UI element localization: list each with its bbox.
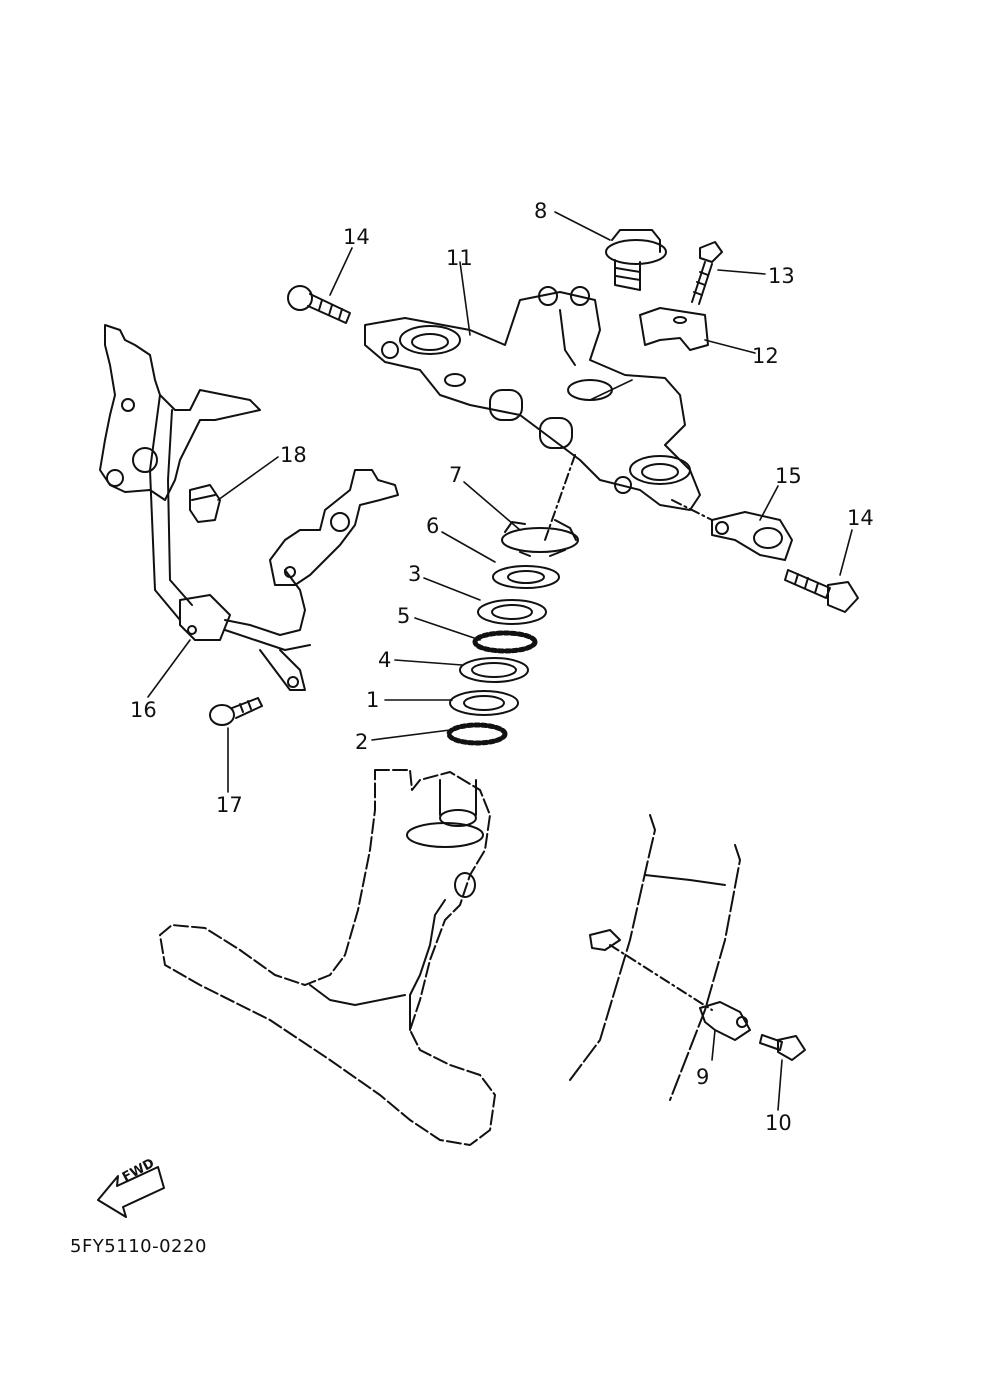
callout-1: 1	[366, 688, 380, 712]
callout-6: 6	[426, 514, 440, 538]
clamp-15	[711, 511, 793, 561]
fork-tube	[569, 814, 741, 1101]
callout-12: 12	[752, 344, 779, 368]
clip-9	[589, 929, 751, 1041]
callout-14-left: 14	[343, 225, 370, 249]
upper-bracket	[364, 286, 701, 511]
callout-9: 9	[696, 1065, 710, 1089]
callout-2: 2	[355, 730, 369, 754]
diagram-code: 5FY5110-0220	[70, 1236, 207, 1257]
bolt-13	[691, 241, 723, 305]
race-1	[449, 690, 519, 716]
center-axis-line	[544, 454, 576, 541]
callout-16: 16	[130, 698, 157, 722]
bolt-10	[759, 1034, 806, 1061]
steering-stem	[159, 769, 496, 1146]
ring-nut-7	[501, 519, 579, 557]
fwd-arrow	[97, 1166, 165, 1218]
race-4	[459, 657, 529, 683]
callout-3: 3	[408, 562, 422, 586]
callout-8: 8	[534, 199, 548, 223]
pedal-bracket-16	[99, 324, 399, 691]
callout-10: 10	[765, 1111, 792, 1135]
callout-4: 4	[378, 648, 392, 672]
clamp-axis-line	[671, 499, 713, 521]
callout-11: 11	[446, 246, 473, 270]
callout-13: 13	[768, 264, 795, 288]
bolt-17	[209, 697, 263, 726]
leader-lines	[147, 211, 853, 1111]
bolt-14-right	[784, 569, 859, 613]
callout-14-right: 14	[847, 506, 874, 530]
balls-5	[472, 630, 538, 654]
bolt-8	[605, 229, 667, 291]
bolt-14-left	[287, 285, 351, 324]
callout-5: 5	[397, 604, 411, 628]
callout-15: 15	[775, 464, 802, 488]
holder-12	[639, 307, 709, 351]
callout-17: 17	[216, 793, 243, 817]
balls-2	[446, 722, 508, 746]
callout-7: 7	[449, 463, 463, 487]
washer-6	[492, 565, 560, 589]
pad-18	[189, 484, 221, 523]
race-3	[477, 599, 547, 625]
callout-18: 18	[280, 443, 307, 467]
